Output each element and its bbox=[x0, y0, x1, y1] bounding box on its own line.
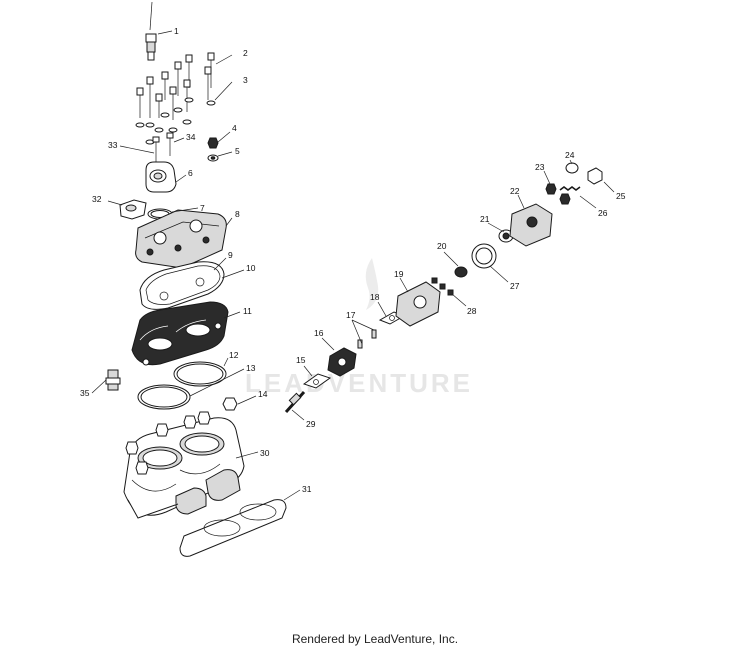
part-23-nut bbox=[545, 183, 571, 205]
part-17-pins bbox=[357, 329, 377, 349]
part-12-o-ring bbox=[173, 361, 227, 387]
callout-14: 14 bbox=[258, 389, 268, 399]
callout-11: 11 bbox=[243, 306, 252, 316]
rendered-by-footer: Rendered by LeadVenture, Inc. bbox=[291, 632, 459, 646]
callout-33: 33 bbox=[108, 140, 118, 150]
callout-10: 10 bbox=[246, 263, 256, 273]
part-24-washer bbox=[565, 162, 579, 174]
part-20-impeller bbox=[454, 266, 468, 278]
part-11-cylinder-head bbox=[131, 301, 229, 366]
part-2-head-bolts bbox=[136, 52, 215, 120]
callout-5: 5 bbox=[235, 146, 240, 156]
part-35-fitting bbox=[105, 369, 121, 391]
part-27-o-ring bbox=[471, 243, 497, 269]
part-13-gasket bbox=[137, 384, 191, 410]
part-8-head-cover bbox=[135, 209, 227, 269]
part-6-outlet-elbow bbox=[145, 161, 177, 193]
callout-6: 6 bbox=[188, 168, 193, 178]
part-22-pump-cover bbox=[509, 203, 553, 247]
callout-29: 29 bbox=[306, 419, 316, 429]
part-5-washer bbox=[207, 154, 219, 162]
callout-32: 32 bbox=[92, 194, 102, 204]
callout-18: 18 bbox=[370, 292, 380, 302]
callout-labels: 1 2 3 4 5 6 7 8 9 10 11 12 13 14 15 16 1… bbox=[80, 26, 626, 494]
leader-lines bbox=[91, 30, 615, 501]
callout-28: 28 bbox=[467, 306, 477, 316]
callout-4: 4 bbox=[232, 123, 237, 133]
callout-3: 3 bbox=[243, 75, 248, 85]
callout-19: 19 bbox=[394, 269, 404, 279]
part-1-temperature-sensor bbox=[145, 1, 157, 61]
callout-13: 13 bbox=[246, 363, 256, 373]
part-21-seal bbox=[498, 229, 514, 243]
callout-34: 34 bbox=[186, 132, 196, 142]
part-16-pump-housing bbox=[327, 347, 357, 377]
callout-25: 25 bbox=[616, 191, 626, 201]
part-33-34-studs bbox=[152, 132, 174, 162]
callout-16: 16 bbox=[314, 328, 324, 338]
callout-21: 21 bbox=[480, 214, 490, 224]
part-29-shaft bbox=[284, 390, 306, 414]
part-26-spring bbox=[559, 186, 581, 191]
callout-8: 8 bbox=[235, 209, 240, 219]
callout-24: 24 bbox=[565, 150, 575, 160]
callout-2: 2 bbox=[243, 48, 248, 58]
part-4-nut bbox=[207, 137, 219, 149]
callout-20: 20 bbox=[437, 241, 447, 251]
callout-26: 26 bbox=[598, 208, 608, 218]
callout-23: 23 bbox=[535, 162, 545, 172]
part-30-cylinder-block bbox=[123, 411, 245, 519]
callout-12: 12 bbox=[229, 350, 239, 360]
callout-7: 7 bbox=[200, 203, 205, 213]
part-31-base-gasket bbox=[179, 499, 287, 557]
part-28-screws bbox=[431, 277, 454, 296]
part-10-head-gasket bbox=[139, 261, 225, 310]
part-25-cap bbox=[587, 167, 603, 185]
callout-1: 1 bbox=[174, 26, 179, 36]
callout-15: 15 bbox=[296, 355, 306, 365]
part-14-nut bbox=[222, 397, 238, 411]
part-19-plate bbox=[395, 281, 441, 327]
callout-22: 22 bbox=[510, 186, 520, 196]
callout-35: 35 bbox=[80, 388, 90, 398]
callout-31: 31 bbox=[302, 484, 312, 494]
watermark: LEADVENTURE bbox=[245, 258, 473, 398]
part-32-thermostat-housing bbox=[119, 199, 147, 220]
callout-9: 9 bbox=[228, 250, 233, 260]
watermark-text: LEADVENTURE bbox=[245, 368, 473, 398]
part-3-washers bbox=[135, 97, 216, 145]
callout-17: 17 bbox=[346, 310, 356, 320]
callout-30: 30 bbox=[260, 448, 270, 458]
part-15-gasket bbox=[302, 373, 332, 389]
callout-27: 27 bbox=[510, 281, 520, 291]
